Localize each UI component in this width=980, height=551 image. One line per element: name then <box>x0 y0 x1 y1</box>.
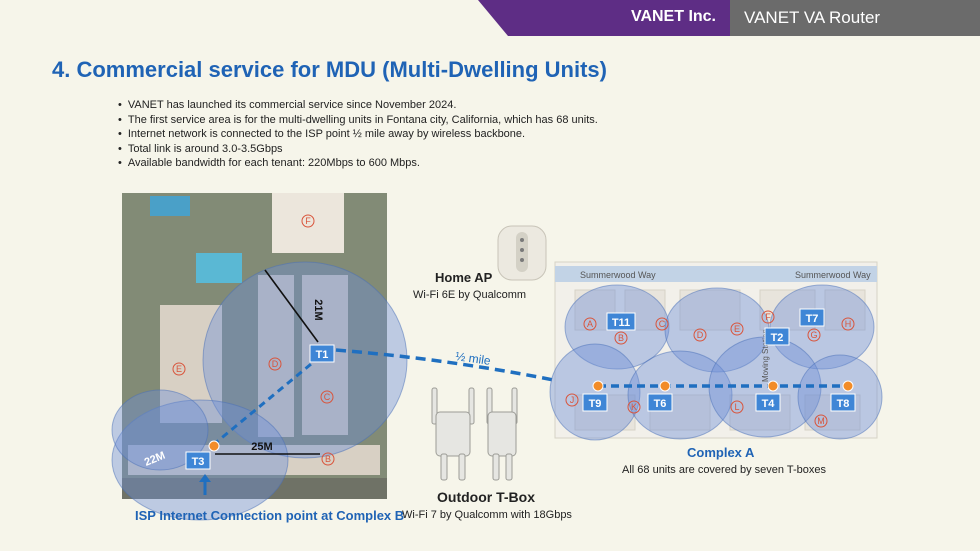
complex-a-tbox <box>582 393 608 412</box>
street-name-right: Summerwood Way <box>795 270 871 280</box>
complex-a-tbox-label: T9 <box>589 398 602 410</box>
home-ap-device-image <box>497 225 547 281</box>
bullet-list: VANET has launched its commercial servic… <box>118 98 598 171</box>
complex-b-tbox <box>185 451 211 470</box>
isp-connection-node <box>208 440 220 452</box>
moving-station-label: Moving Station <box>761 329 770 382</box>
complex-a-building-label: H <box>845 319 852 329</box>
complex-a-tbox-label: T2 <box>771 332 784 344</box>
complex-a-subcaption: All 68 units are covered by seven T-boxe… <box>622 464 827 476</box>
home-ap-title: Home AP <box>435 270 493 285</box>
complex-a-tbox <box>764 327 790 346</box>
outdoor-tbox-title: Outdoor T-Box <box>437 489 535 505</box>
complex-b-tbox <box>309 344 335 363</box>
company-name: VANET Inc. <box>630 8 716 25</box>
complex-a-tbox-label: T11 <box>612 317 630 329</box>
complex-a-tbox <box>830 393 856 412</box>
bullet-item: VANET has launched its commercial servic… <box>118 98 598 113</box>
home-ap-subtitle: Wi-Fi 6E by Qualcomm <box>413 289 527 301</box>
distance-label-25m: 25M <box>251 441 272 453</box>
complex-a-building-label: M <box>817 416 825 426</box>
complex-a-node <box>592 380 604 392</box>
complex-b-tbox-label: T3 <box>192 456 205 468</box>
complex-a-building-label: G <box>810 330 817 340</box>
complex-b-building-label: B <box>325 454 331 464</box>
complex-b-building-label: E <box>176 364 182 374</box>
street-name-left: Summerwood Way <box>580 270 656 280</box>
complex-a-building-label: A <box>587 319 593 329</box>
complex-a-tbox-label: T4 <box>762 398 776 410</box>
complex-a-tbox-label: T8 <box>837 398 850 410</box>
outdoor-tbox-subtitle: Wi-Fi 7 by Qualcomm with 18Gbps <box>402 509 572 521</box>
complex-a-caption: Complex A <box>687 445 755 460</box>
company-banner: VANET Inc. <box>478 0 730 36</box>
complex-a-building-label: J <box>570 395 575 405</box>
complex-a-building-label: B <box>618 333 624 343</box>
complex-a-tbox-label: T7 <box>806 313 819 325</box>
complex-a-node <box>767 380 779 392</box>
distance-arrow-21m <box>264 269 319 343</box>
complex-b-caption: ISP Internet Connection point at Complex… <box>135 508 405 523</box>
complex-a-tbox <box>647 393 673 412</box>
complex-a-node <box>659 380 671 392</box>
complex-b-building-label: D <box>272 359 279 369</box>
product-banner: VANET VA Router <box>730 0 980 36</box>
complex-a-building-label: K <box>631 402 637 412</box>
complex-b-aerial-map <box>122 193 387 499</box>
bullet-item: The first service area is for the multi-… <box>118 113 598 128</box>
complex-a-building-label: L <box>734 402 739 412</box>
backbone-distance-label: ½ mile <box>455 349 492 368</box>
bullet-item: Total link is around 3.0-3.5Gbps <box>118 142 598 157</box>
complex-a-map <box>554 261 878 439</box>
complex-a-building-label: F <box>765 312 771 322</box>
wireless-backbone-link <box>335 348 579 387</box>
bullet-item: Available bandwidth for each tenant: 220… <box>118 156 598 171</box>
complex-a-node <box>842 380 854 392</box>
complex-a-coverage <box>549 284 883 441</box>
outdoor-tbox-device-image <box>431 387 518 481</box>
complex-b-building-label: C <box>324 392 331 402</box>
complex-b-building-label: F <box>305 216 311 226</box>
complex-a-building-label: E <box>734 324 740 334</box>
page-title: 4. Commercial service for MDU (Multi-Dwe… <box>52 57 607 82</box>
complex-a-tbox <box>606 312 636 331</box>
isp-uplink-arrowhead <box>199 474 211 482</box>
distance-label-21m: 21M <box>312 299 324 320</box>
complex-a-building-label: C <box>659 319 666 329</box>
complex-a-tbox-label: T6 <box>654 398 667 410</box>
complex-a-tbox <box>799 308 825 327</box>
product-name: VANET VA Router <box>744 8 881 27</box>
bullet-item: Internet network is connected to the ISP… <box>118 127 598 142</box>
complex-a-building-label: D <box>697 330 704 340</box>
complex-b-tbox-label: T1 <box>316 349 329 361</box>
complex-a-tbox <box>755 393 781 412</box>
